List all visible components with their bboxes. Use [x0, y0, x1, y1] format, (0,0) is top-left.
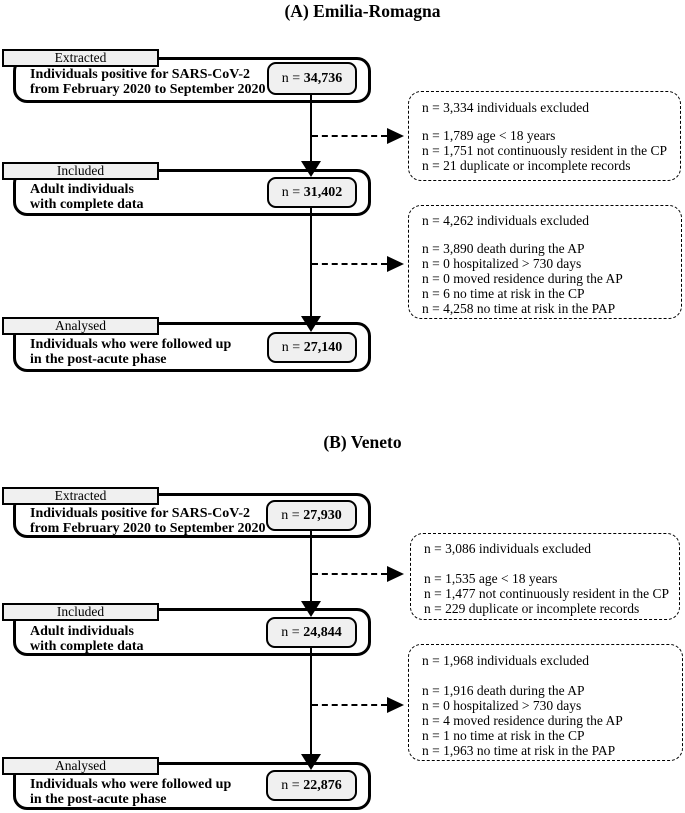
stage-description-line2: in the post-acute phase: [30, 351, 167, 367]
exclusion-item: n = 21 duplicate or incomplete records: [422, 158, 631, 173]
stage-tab-included: Included: [2, 603, 159, 621]
right-arrowhead-icon: [387, 697, 404, 713]
exclusion-box-2: n = 1,968 individuals excluded n = 1,916…: [408, 644, 683, 761]
stage-description-line1: Adult individuals: [30, 624, 134, 639]
stage-description: Adult individuals with complete data: [30, 624, 144, 654]
exclusion-item: n = 6 no time at risk in the CP: [422, 286, 585, 301]
exclusion-header: n = 4,262 individuals excluded: [422, 213, 589, 228]
exclusion-header: n = 3,334 individuals excluded: [422, 100, 589, 115]
stage-description-line1: Individuals positive for SARS-CoV-2: [30, 67, 251, 82]
n-prefix: n =: [281, 624, 304, 640]
stage-description-line2: from February 2020 to September 2020: [30, 81, 266, 97]
exclusion-header: n = 1,968 individuals excluded: [422, 653, 589, 668]
n-prefix: n =: [281, 184, 304, 200]
stage-tab-analysed: Analysed: [2, 317, 159, 335]
stage-description-line1: Individuals who were followed up: [30, 337, 232, 352]
exclusion-item: n = 1,751 not continuously resident in t…: [422, 143, 667, 158]
n-badge-analysed: n = 27,140: [267, 332, 357, 363]
stage-description: Individuals positive for SARS-CoV-2 from…: [30, 506, 266, 536]
right-arrowhead-icon: [387, 256, 404, 272]
stage-description: Individuals positive for SARS-CoV-2 from…: [30, 67, 266, 97]
exclusion-item: n = 0 hospitalized > 730 days: [422, 698, 582, 713]
exclusion-header: n = 3,086 individuals excluded: [424, 541, 591, 556]
exclusion-item: n = 3,890 death during the AP: [422, 241, 585, 256]
exclusion-item: n = 1,789 age < 18 years: [422, 128, 556, 143]
panel-veneto: (B) Veneto Extracted Individuals positiv…: [0, 431, 685, 813]
stage-description-line1: Adult individuals: [30, 182, 134, 197]
n-badge-extracted: n = 34,736: [267, 62, 357, 95]
panel-title: (B) Veneto: [323, 432, 402, 452]
exclusion-item: n = 4 moved residence during the AP: [422, 713, 623, 728]
stage-tab-extracted: Extracted: [2, 49, 159, 67]
exclusion-item: n = 1,916 death during the AP: [422, 683, 585, 698]
exclusion-connector-line: [312, 135, 387, 137]
n-badge-included: n = 31,402: [267, 177, 357, 208]
exclusion-items: n = 1,535 age < 18 years n = 1,477 not c…: [424, 571, 669, 616]
n-value: 24,844: [303, 624, 342, 640]
down-arrowhead-icon: [301, 754, 321, 770]
flow-connector-line: [310, 531, 312, 607]
exclusion-items: n = 3,890 death during the AP n = 0 hosp…: [422, 241, 623, 316]
stage-description-line1: Individuals positive for SARS-CoV-2: [30, 506, 251, 521]
n-prefix: n =: [281, 70, 304, 86]
stage-description: Adult individuals with complete data: [30, 182, 144, 212]
flow-connector-line: [310, 648, 312, 764]
exclusion-item: n = 0 hospitalized > 730 days: [422, 256, 582, 271]
stage-description-line2: with complete data: [30, 196, 144, 212]
exclusion-box-2: n = 4,262 individuals excluded n = 3,890…: [408, 205, 682, 319]
exclusion-item: n = 1,535 age < 18 years: [424, 571, 558, 586]
n-prefix: n =: [281, 777, 304, 793]
stage-description: Individuals who were followed up in the …: [30, 337, 232, 367]
exclusion-box-1: n = 3,086 individuals excluded n = 1,535…: [410, 533, 680, 620]
exclusion-connector-line: [312, 573, 387, 575]
exclusion-item: n = 1,963 no time at risk in the PAP: [422, 743, 616, 758]
down-arrowhead-icon: [301, 161, 321, 177]
n-badge-analysed: n = 22,876: [266, 770, 357, 801]
stage-description-line2: in the post-acute phase: [30, 791, 167, 807]
n-prefix: n =: [281, 339, 304, 355]
exclusion-item: n = 4,258 no time at risk in the PAP: [422, 301, 616, 316]
stage-description: Individuals who were followed up in the …: [30, 777, 232, 807]
right-arrowhead-icon: [387, 566, 404, 582]
flow-connector-line: [310, 208, 312, 322]
exclusion-item: n = 229 duplicate or incomplete records: [424, 601, 640, 616]
stage-description-line2: from February 2020 to September 2020: [30, 520, 266, 536]
exclusion-box-1: n = 3,334 individuals excluded n = 1,789…: [408, 91, 681, 181]
exclusion-item: n = 0 moved residence during the AP: [422, 271, 623, 286]
exclusion-connector-line: [312, 263, 387, 265]
stage-tab-included: Included: [2, 162, 159, 180]
exclusion-item: n = 1 no time at risk in the CP: [422, 728, 585, 743]
n-value: 22,876: [303, 777, 342, 793]
n-value: 27,930: [303, 507, 342, 523]
n-prefix: n =: [281, 507, 304, 523]
n-value: 31,402: [303, 184, 343, 200]
exclusion-items: n = 1,789 age < 18 years n = 1,751 not c…: [422, 128, 667, 173]
n-badge-included: n = 24,844: [266, 617, 357, 648]
stage-tab-analysed: Analysed: [2, 757, 159, 775]
flow-connector-line: [310, 95, 312, 167]
right-arrowhead-icon: [387, 128, 404, 144]
panel-title: (A) Emilia-Romagna: [284, 1, 441, 21]
exclusion-items: n = 1,916 death during the AP n = 0 hosp…: [422, 683, 623, 758]
down-arrowhead-icon: [301, 601, 321, 617]
n-badge-extracted: n = 27,930: [266, 500, 357, 531]
n-value: 27,140: [303, 339, 343, 355]
n-value: 34,736: [303, 70, 343, 86]
exclusion-item: n = 1,477 not continuously resident in t…: [424, 586, 669, 601]
stage-description-line2: with complete data: [30, 638, 144, 654]
stage-description-line1: Individuals who were followed up: [30, 777, 232, 792]
down-arrowhead-icon: [301, 316, 321, 332]
stage-tab-extracted: Extracted: [2, 487, 159, 505]
panel-emilia-romagna: (A) Emilia-Romagna Extracted Individuals…: [2, 1, 682, 372]
exclusion-connector-line: [312, 704, 387, 706]
